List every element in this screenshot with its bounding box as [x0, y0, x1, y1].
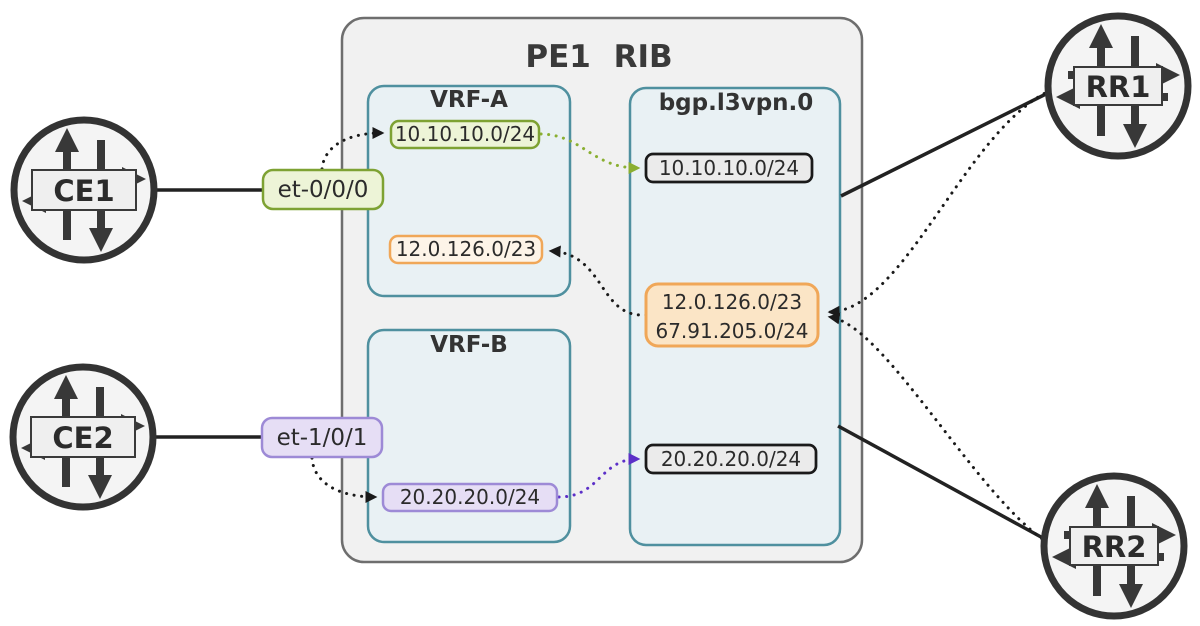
router-label-box: [1073, 66, 1163, 106]
route-pill: [381, 482, 559, 513]
router-rr1: RR1: [1044, 12, 1192, 160]
router-name: RR1: [1086, 70, 1151, 104]
link-pe1-rr2: [837, 424, 1053, 545]
link-pe1-rr1: [840, 87, 1057, 198]
route-prefix: 12.0.126.0/23: [396, 237, 536, 261]
flow-et101-to-vrfb-route: [310, 456, 378, 503]
route-prefix: 10.10.10.0/24: [395, 122, 535, 146]
route-pill: [644, 443, 818, 475]
flow-rr2-to-bgp-learned: [827, 312, 1050, 545]
bgp-l3vpn-title: bgp.l3vpn.0: [659, 90, 814, 116]
router-name: CE1: [53, 174, 114, 208]
vrf-a-title: VRF-A: [430, 87, 508, 113]
interface-pill: [260, 416, 384, 459]
router-name: RR2: [1082, 530, 1147, 564]
route-vrfa-12-0-126-0: 12.0.126.0/23: [388, 234, 544, 265]
vrf-b-title: VRF-B: [430, 332, 508, 358]
route-pill: [388, 234, 544, 265]
interface-label: et-1/0/1: [277, 425, 368, 451]
router-label-box: [30, 416, 136, 458]
router-ce2: CE2: [9, 363, 157, 511]
route-prefix-2: 67.91.205.0/24: [655, 319, 808, 343]
router-rr2: RR2: [1040, 472, 1188, 620]
route-bgp-learned-group: 12.0.126.0/23 67.91.205.0/24: [644, 282, 820, 348]
interface-et-0-0-0: et-0/0/0: [261, 168, 385, 211]
flow-et000-to-vrfa-route: [320, 127, 385, 171]
router-ce1: CE1: [10, 116, 158, 264]
route-bgp-20-20-20-0: 20.20.20.0/24: [644, 443, 818, 475]
vrf-a-box: [366, 84, 572, 298]
route-bgp-10-10-10-0: 10.10.10.0/24: [644, 152, 814, 184]
route-vrfb-20-20-20-0: 20.20.20.0/24: [381, 482, 559, 513]
router-label-box: [31, 169, 137, 211]
route-pill: [644, 152, 814, 184]
route-prefix-1: 12.0.126.0/23: [662, 290, 802, 314]
router-label-box: [1069, 526, 1159, 566]
flow-rr1-to-bgp-learned: [827, 88, 1053, 318]
route-pill: [389, 119, 541, 150]
interface-et-1-0-1: et-1/0/1: [260, 416, 384, 459]
route-prefix: 20.20.20.0/24: [400, 485, 540, 509]
interface-pill: [261, 168, 385, 211]
flow-bgp-learned-to-vrfa: [548, 245, 648, 317]
interface-label: et-0/0/0: [278, 177, 369, 203]
route-prefix: 20.20.20.0/24: [661, 447, 801, 471]
route-prefix: 10.10.10.0/24: [659, 156, 799, 180]
route-pill: [644, 282, 820, 348]
pe1-rib-title: PE1 RIB: [525, 39, 672, 75]
route-vrfa-10-10-10-0: 10.10.10.0/24: [389, 119, 541, 150]
router-name: CE2: [52, 421, 113, 455]
flow-vrfa-route-to-bgp: [539, 132, 641, 174]
flow-vrfb-route-to-bgp: [557, 453, 641, 499]
